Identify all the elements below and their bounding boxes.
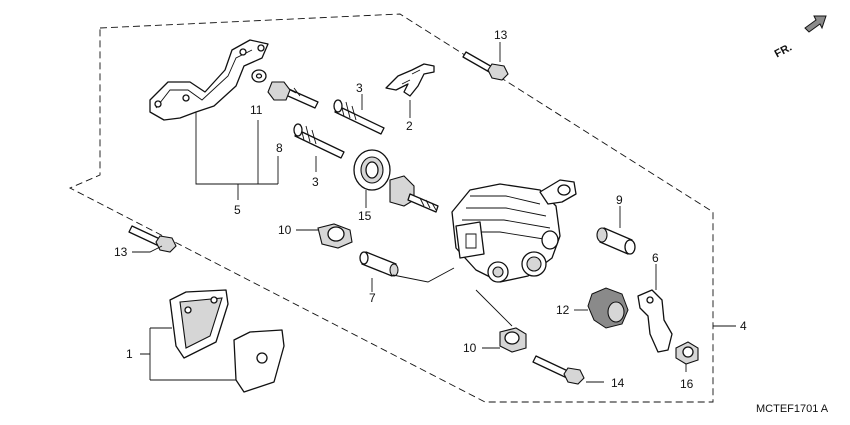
part-3-slide-pin-lower[interactable] — [293, 123, 345, 159]
front-direction-label: FR. — [773, 41, 794, 60]
part-9-pin[interactable] — [596, 227, 636, 255]
caliper-boot[interactable] — [389, 175, 439, 213]
diagram-code: MCTEF1701 A — [756, 403, 829, 415]
callout-2: 2 — [406, 119, 413, 133]
part-10-cap-lower[interactable] — [499, 327, 527, 353]
callout-13-upper: 13 — [494, 28, 508, 42]
callout-13-lower: 13 — [114, 245, 128, 259]
callout-3-lower: 3 — [312, 175, 319, 189]
part-16-nut[interactable] — [675, 341, 699, 365]
callout-11: 11 — [250, 103, 263, 117]
part-10-cap-upper[interactable] — [317, 223, 353, 249]
callout-10-lower: 10 — [463, 341, 477, 355]
part-12-bush[interactable] — [587, 287, 629, 329]
callout-9: 9 — [616, 193, 623, 207]
callout-4: 4 — [740, 319, 747, 333]
part-8-pin-bolt[interactable] — [267, 81, 319, 109]
part-1-brake-pad-set[interactable] — [169, 289, 285, 393]
callout-5: 5 — [234, 203, 241, 217]
part-5-caliper-bracket[interactable] — [149, 39, 269, 121]
callout-16: 16 — [680, 377, 694, 391]
part-14-bolt[interactable] — [532, 355, 585, 385]
callout-14: 14 — [611, 376, 625, 390]
front-direction-arrow: FR. — [773, 15, 827, 60]
part-13-bolt-lower[interactable] — [128, 225, 177, 253]
part-11-washer[interactable] — [251, 69, 267, 83]
callout-12: 12 — [556, 303, 570, 317]
part-3-slide-pin-upper[interactable] — [333, 99, 385, 135]
assembly-boundary — [68, 13, 714, 403]
part-7-sleeve[interactable] — [359, 251, 399, 277]
part-2-pad-spring[interactable] — [385, 63, 435, 97]
part-13-bolt-upper[interactable] — [462, 51, 509, 81]
callout-10-upper: 10 — [278, 223, 292, 237]
caliper-body[interactable] — [451, 179, 577, 283]
callout-3-upper: 3 — [356, 81, 363, 95]
callout-15: 15 — [358, 209, 372, 223]
part-15-seal[interactable] — [353, 149, 391, 191]
callout-1: 1 — [126, 347, 133, 361]
part-6-retainer[interactable] — [637, 289, 673, 353]
leader-lines — [132, 42, 736, 383]
callout-8: 8 — [276, 141, 283, 155]
callout-7: 7 — [369, 291, 376, 305]
callout-6: 6 — [652, 251, 659, 265]
